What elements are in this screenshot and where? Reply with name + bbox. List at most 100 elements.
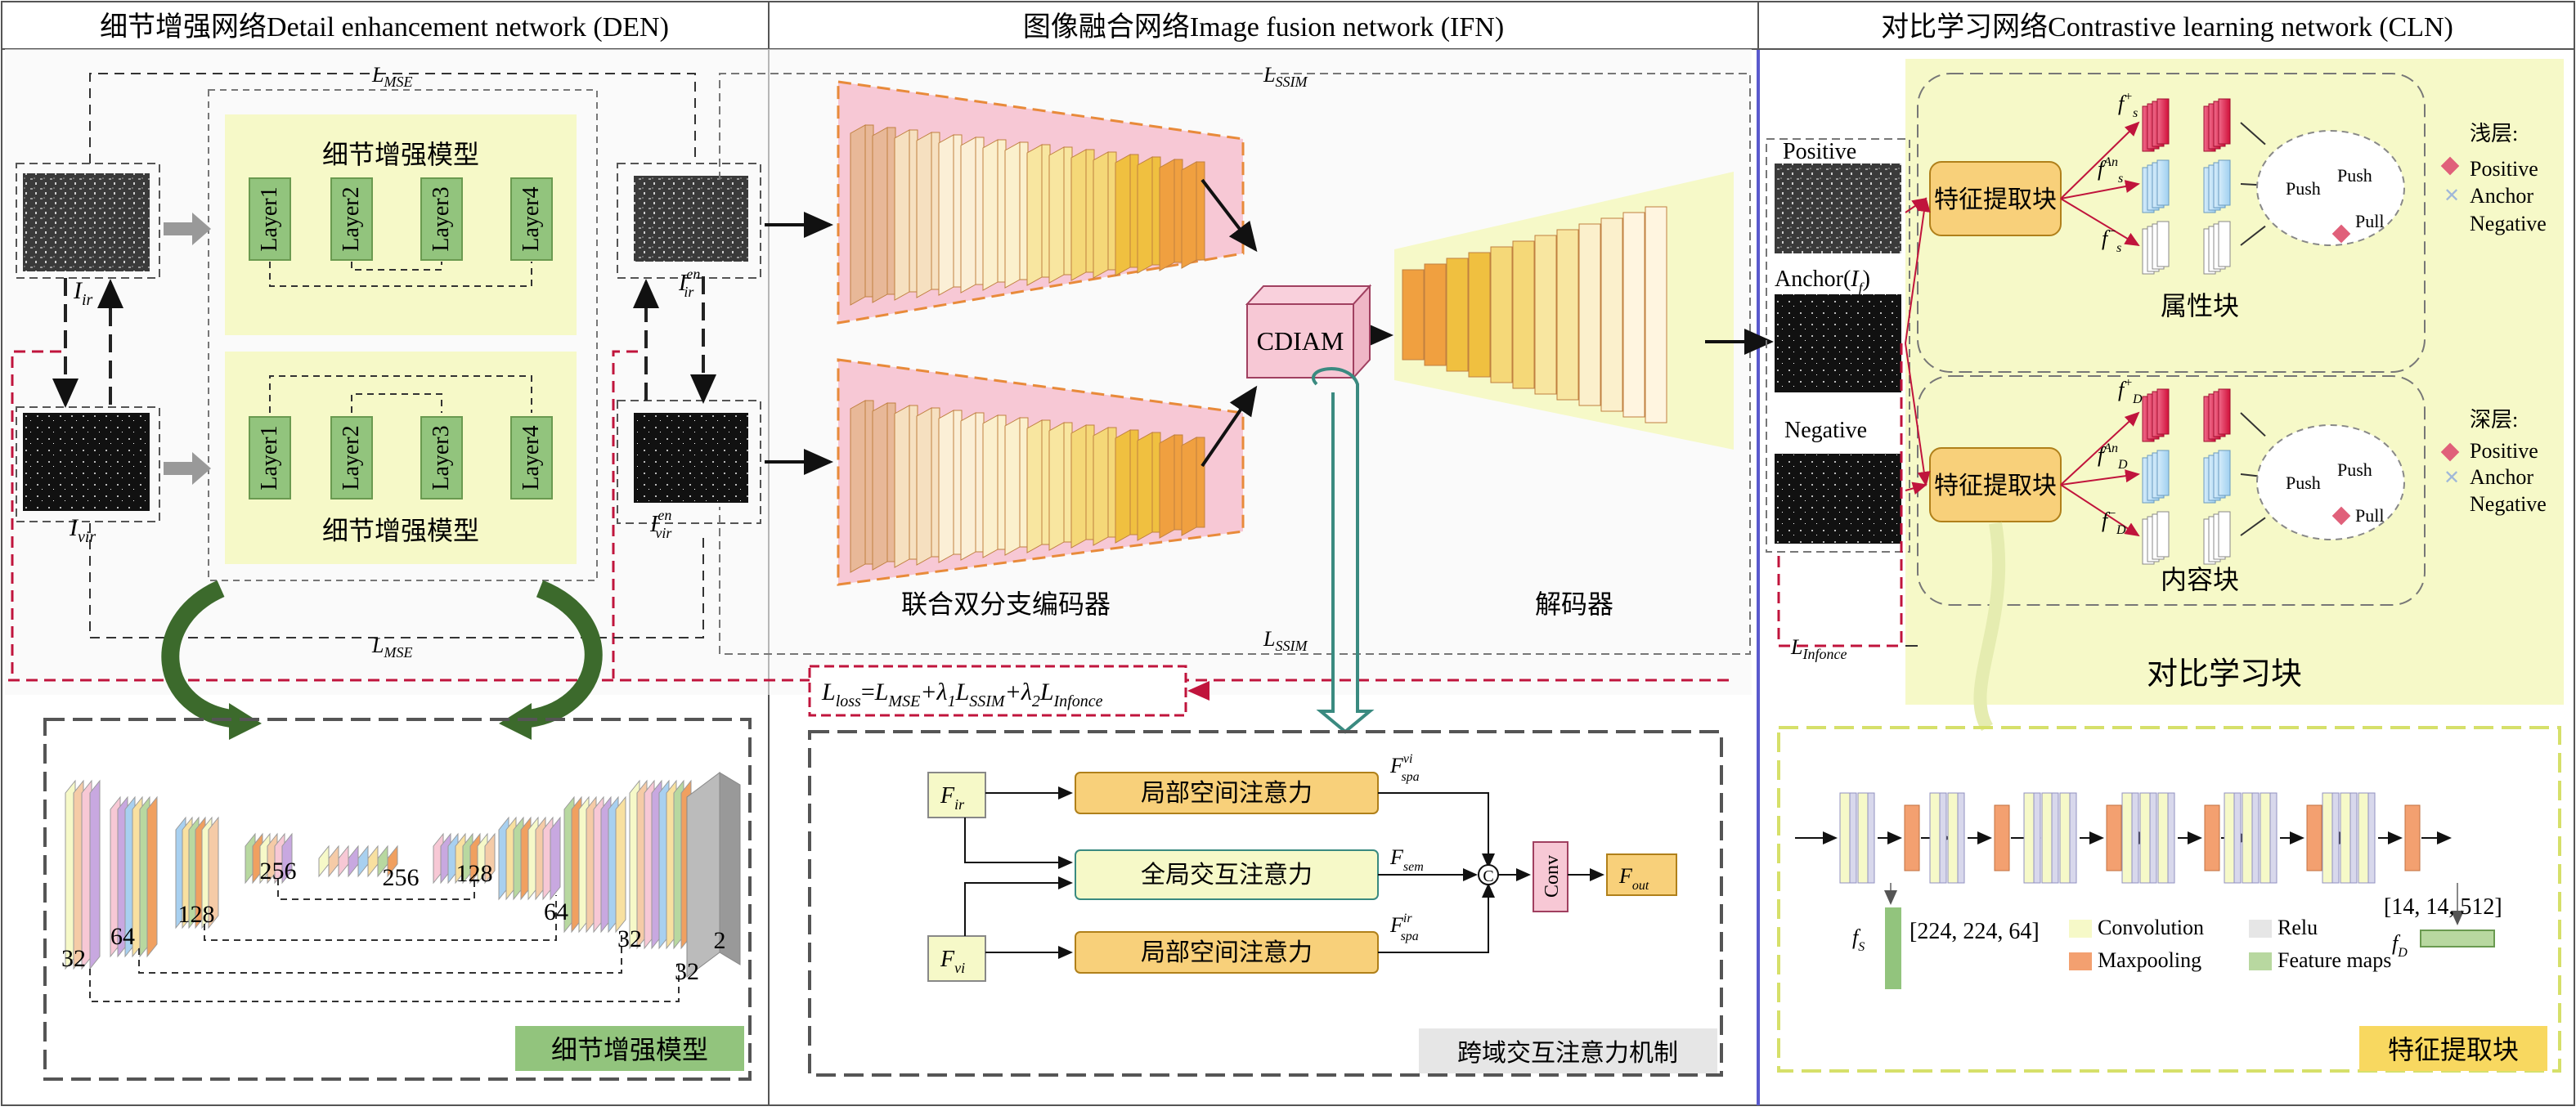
f-s-an-label: fAns <box>2098 155 2123 186</box>
encoder-layer <box>1004 417 1021 556</box>
global-attn-label: 全局交互注意力 <box>1141 862 1313 889</box>
legend-relu-swatch <box>2249 920 2272 938</box>
f-s-pos-label: f+s <box>2118 90 2138 120</box>
total-loss-box <box>808 665 1187 717</box>
f-out-label: Fout <box>1618 864 1649 893</box>
encoder-layer <box>1048 146 1065 284</box>
extract-bottom-label: 特征提取块 <box>1934 473 2057 500</box>
conv-slab <box>2242 792 2253 884</box>
decoder-layer <box>1402 269 1425 361</box>
legend-feat: Feature maps <box>2278 948 2391 972</box>
conv-label: Conv <box>1542 855 1563 898</box>
legend-feat-swatch <box>2249 952 2272 970</box>
cdiam-box[interactable] <box>1246 303 1354 379</box>
unet-channel-label: 32 <box>617 925 642 952</box>
pool-slab <box>2204 804 2220 871</box>
feature-slab <box>2156 511 2170 558</box>
enhanced-vir-image <box>634 413 748 503</box>
den-layer-2 <box>330 177 373 261</box>
push-pull-top <box>2256 130 2405 246</box>
den-title: 细节增强网络Detail enhancement network (DEN) <box>100 11 669 43</box>
cln-positive-image <box>1775 164 1901 253</box>
push-pull-bottom <box>2256 424 2405 540</box>
cdiam-label: CDIAM <box>1257 326 1344 356</box>
content-block-label: 内容块 <box>2161 565 2239 594</box>
cln-anchor-image <box>1775 294 1901 392</box>
den-layer-1 <box>249 177 291 261</box>
local-attn-1-label: 局部空间注意力 <box>1141 780 1313 807</box>
cln-negative-image <box>1775 454 1901 544</box>
ifn-ssim-top-label: LSSIM <box>1263 63 1308 90</box>
f-out-box <box>1606 853 1677 896</box>
attr-block-frame <box>1917 73 2426 373</box>
conv-slab <box>2139 792 2151 884</box>
fd-dims: [14, 14, 512] <box>2384 894 2502 920</box>
shallow-neg: Negative <box>2470 212 2547 235</box>
conv-slab <box>2041 792 2053 884</box>
extract-label: 特征提取块 <box>2388 1035 2519 1064</box>
f-ir-label: Fir <box>940 783 965 813</box>
cln-positive-label: Positive <box>1783 139 1856 164</box>
conv-slab <box>2059 792 2071 884</box>
visible-image <box>23 413 150 511</box>
den-layer-label: Layer3 <box>429 186 454 251</box>
den-layer-label: Layer2 <box>339 186 364 251</box>
den-layer-1 <box>249 416 291 500</box>
unet-channel-label: 64 <box>544 898 568 925</box>
encoder-layer <box>894 129 910 301</box>
decoder-layer <box>1468 252 1491 378</box>
unet-channel-label: 64 <box>110 923 135 950</box>
cdiam-detail-frame <box>808 730 1723 1077</box>
conv-slab <box>2358 792 2369 884</box>
deep-neg: Negative <box>2470 492 2547 516</box>
pool-slab <box>2106 804 2122 871</box>
den-mse-top-loop <box>89 73 696 164</box>
encoder-layer <box>1115 429 1131 544</box>
legend-conv: Convolution <box>2098 916 2204 939</box>
extract-top-label: 特征提取块 <box>1934 186 2057 213</box>
ifn-title: 图像融合网络Image fusion network (IFN) <box>1023 11 1504 43</box>
unet-channel-label: 128 <box>178 901 215 928</box>
deep-pos: Positive <box>2470 439 2538 463</box>
encoder-layer <box>1137 156 1153 274</box>
detail-model-bottom-title: 细节增强模型 <box>322 516 479 545</box>
den-layer-label: Layer4 <box>518 425 544 490</box>
pool-slab <box>1904 804 1920 871</box>
conv-slab <box>1839 792 1851 884</box>
encoder-layer <box>1093 151 1109 279</box>
den-layer-4 <box>510 177 553 261</box>
enhanced-ir-image <box>634 176 748 262</box>
legend-pool: Maxpooling <box>2098 948 2201 972</box>
deep-anchor: Anchor <box>2470 465 2533 489</box>
push-top-right: Push <box>2337 165 2372 186</box>
feature-slab <box>2156 98 2170 145</box>
shallow-anchor-mark: ✕ <box>2444 186 2460 207</box>
concat-label: C <box>1483 867 1493 885</box>
f-d-neg-label: f−D <box>2102 507 2126 537</box>
attr-block-label: 属性块 <box>2161 291 2239 320</box>
unet-channel-label: 256 <box>383 864 420 891</box>
ifn-ssim-bottom-label: LSSIM <box>1263 627 1308 654</box>
encoder-layer <box>894 405 910 568</box>
den-mse-bottom-label: LMSE <box>371 634 412 661</box>
decoder-layer <box>1578 223 1601 406</box>
conv-slab <box>2157 792 2169 884</box>
encoder-layer <box>916 132 932 298</box>
pool-slab <box>1994 804 2010 871</box>
unet-slab <box>387 844 398 878</box>
decoder-layer <box>1600 217 1623 412</box>
decoder-layer <box>1556 229 1579 401</box>
encoder-layer <box>1181 437 1197 536</box>
pool-slab <box>2404 804 2421 871</box>
feature-slab <box>2156 159 2170 206</box>
den-layer-label: Layer4 <box>518 186 544 251</box>
f-vi-box <box>927 935 986 982</box>
encoder-label: 联合双分支编码器 <box>901 589 1111 619</box>
legend-relu: Relu <box>2278 916 2318 939</box>
cln-infonce-label: LInfonce <box>1790 635 1847 662</box>
